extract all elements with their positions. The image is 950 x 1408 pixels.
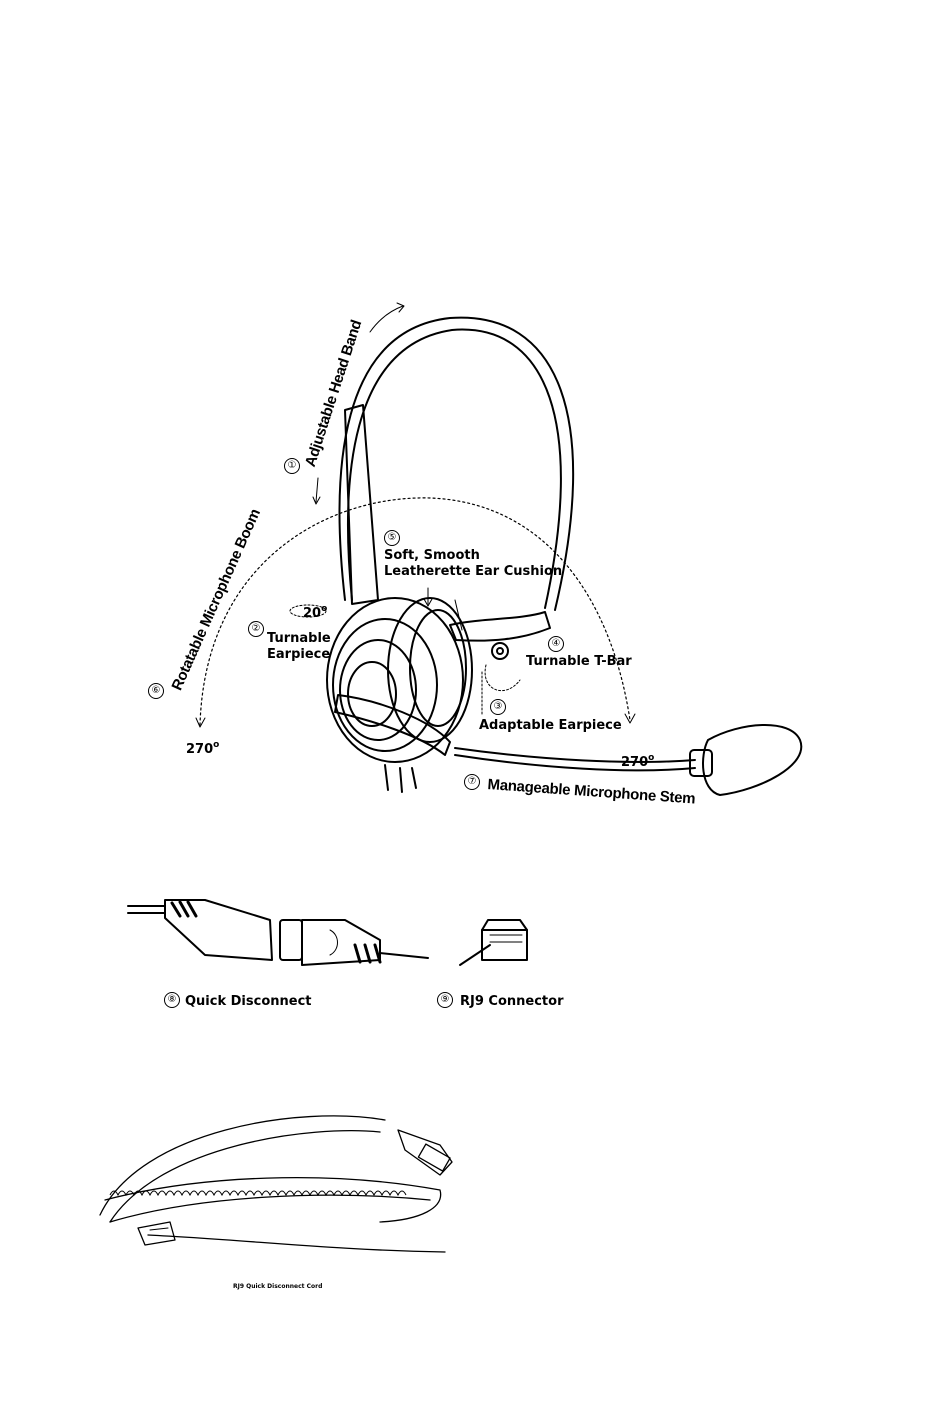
callout-5: ⑤ — [384, 530, 400, 546]
callout-1: ① — [284, 458, 300, 474]
angle-270-left-value: 270 — [186, 742, 213, 757]
label-turnable-earpiece-line1: Turnable — [267, 631, 331, 647]
callout-2: ② — [248, 621, 264, 637]
callout-6: ⑥ — [148, 683, 164, 699]
callout-7: ⑦ — [464, 774, 480, 790]
label-quick-disconnect: Quick Disconnect — [185, 994, 312, 1010]
callout-8: ⑧ — [164, 992, 180, 1008]
label-turnable-t-bar: Turnable T-Bar — [526, 654, 632, 670]
mic-foam — [703, 725, 801, 795]
head-band-arrow — [370, 306, 403, 332]
degree-sign: o — [321, 604, 327, 614]
label-rj9-connector: RJ9 Connector — [460, 994, 563, 1010]
t-bar — [450, 612, 550, 641]
callout-3: ③ — [490, 699, 506, 715]
angle-20-value: 20 — [303, 606, 321, 621]
label-adaptable-earpiece: Adaptable Earpiece — [479, 718, 622, 734]
earpiece — [327, 598, 463, 762]
label-angle-270-right: 270o — [621, 750, 654, 771]
label-turnable-earpiece-line2: Earpiece — [267, 647, 330, 663]
quick-disconnect-image — [128, 900, 428, 965]
callout-9: ⑨ — [437, 992, 453, 1008]
caption-rj9-quick-disconnect-cord: RJ9 Quick Disconnect Cord — [233, 1283, 322, 1290]
degree-sign: o — [648, 753, 654, 763]
label-angle-20: 20o — [303, 601, 327, 622]
label-angle-270-left: 270o — [186, 737, 219, 758]
label-ear-cushion-line2: Leatherette Ear Cushion — [384, 564, 562, 580]
angle-270-right-value: 270 — [621, 755, 648, 770]
callout-4: ④ — [548, 636, 564, 652]
label-ear-cushion-line1: Soft, Smooth — [384, 548, 480, 564]
coiled-cord-image — [100, 1116, 452, 1252]
rj9-connector-image — [460, 920, 527, 965]
degree-sign: o — [213, 740, 219, 750]
